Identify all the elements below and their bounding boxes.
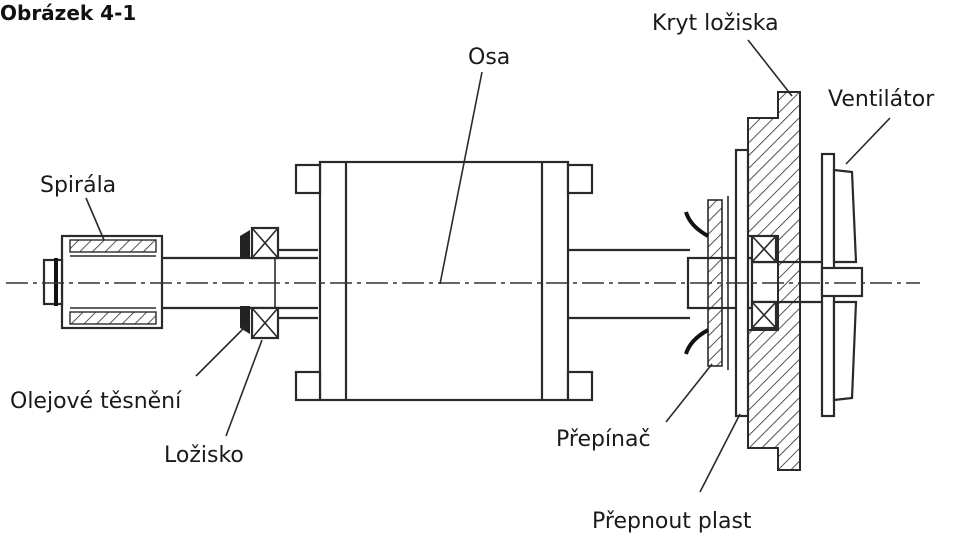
- figure-title: Obrázek 4-1: [0, 1, 136, 25]
- leader-olejove-tesneni: [195, 325, 247, 377]
- label-ventilator: Ventilátor: [828, 87, 935, 112]
- label-kryt-loziska: Kryt ložiska: [652, 11, 779, 36]
- leader-kryt-loziska: [747, 39, 793, 97]
- label-prepinac: Přepínač: [556, 427, 651, 452]
- label-osa: Osa: [468, 45, 510, 70]
- label-lozisko: Ložisko: [164, 443, 244, 468]
- label-spirala: Spirála: [40, 173, 116, 198]
- bearing-cover: [747, 91, 801, 471]
- label-olejove-tesneni: Olejové těsnění: [10, 389, 182, 414]
- rotor-body: [294, 160, 594, 402]
- oil-seal: [240, 230, 250, 334]
- left-bearing: [250, 226, 280, 340]
- right-bearing: [750, 234, 778, 330]
- leader-ventilator: [845, 117, 891, 165]
- leader-prepinac: [665, 363, 713, 423]
- leader-lozisko: [225, 339, 263, 437]
- label-prepnout-plast: Přepnout plast: [592, 509, 752, 534]
- leader-spirala: [85, 197, 105, 241]
- fan-part: [820, 152, 864, 418]
- leader-osa: [439, 71, 483, 285]
- spiral-part: [42, 234, 164, 330]
- leader-prepnout-plast: [699, 413, 741, 493]
